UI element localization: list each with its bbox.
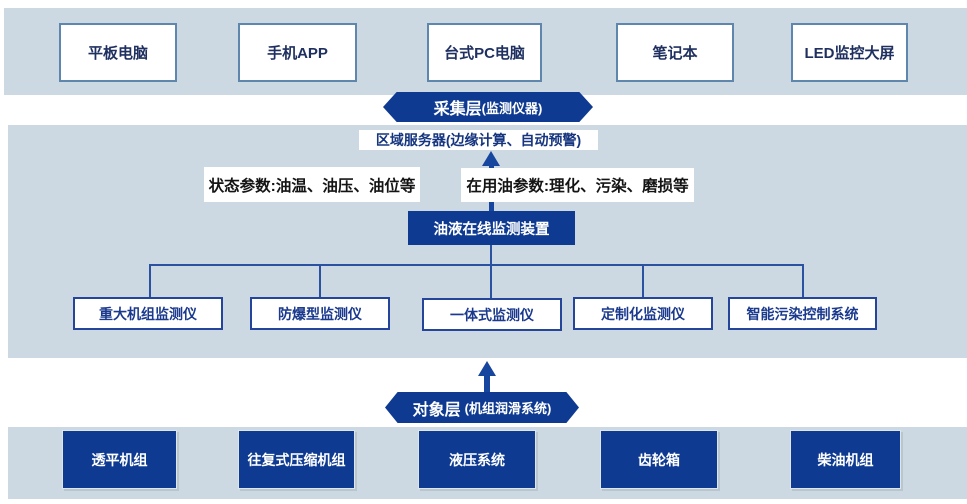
banner-collection-layer-title: 采集层 [433,101,482,118]
node-reciprocating-compressor-label: 往复式压缩机组 [247,451,346,468]
banner-collection-layer-subtitle: (监测仪器) [481,100,543,116]
node-integrated-monitor: 一体式监测仪 [422,298,562,331]
node-explosion-proof-monitor-label: 防爆型监测仪 [278,305,362,322]
node-reciprocating-compressor: 往复式压缩机组 [238,430,355,489]
node-led-screen-label: LED监控大屏 [804,45,895,62]
node-laptop: 笔记本 [616,23,734,82]
node-integrated-monitor-label: 一体式监测仪 [450,306,534,323]
node-pollution-control-system-label: 智能污染控制系统 [746,305,859,322]
connector-drop-3 [490,264,492,298]
label-status-params-text: 状态参数:油温、油压、油位等 [208,177,416,195]
node-hydraulic-system-label: 液压系统 [449,451,505,468]
node-online-monitor: 油液在线监测装置 [408,211,575,245]
node-turbine-unit: 透平机组 [62,430,177,489]
arrow-up-head-icon-lower [478,361,496,376]
label-oil-params: 在用油参数:理化、污染、磨损等 [461,168,694,202]
node-regional-server: 区域服务器(边缘计算、自动预警) [359,130,598,150]
node-diesel-unit: 柴油机组 [790,430,901,489]
node-gearbox-label: 齿轮箱 [638,451,680,468]
node-regional-server-label: 区域服务器(边缘计算、自动预警) [375,132,582,148]
node-explosion-proof-monitor: 防爆型监测仪 [250,297,390,330]
node-diesel-unit-label: 柴油机组 [817,451,874,468]
connector-drop-4 [642,264,644,298]
node-desktop-pc: 台式PC电脑 [427,23,542,82]
connector-drop-5 [802,264,804,298]
node-gearbox: 齿轮箱 [600,430,718,489]
node-hydraulic-system: 液压系统 [418,430,536,489]
node-pollution-control-system: 智能污染控制系统 [728,297,877,330]
node-major-unit-monitor: 重大机组监测仪 [73,297,223,330]
node-mobile-app: 手机APP [238,23,357,82]
banner-collection-layer: 采集层(监测仪器) [383,92,593,122]
node-led-screen: LED监控大屏 [791,23,908,82]
node-turbine-unit-label: 透平机组 [91,451,148,468]
node-tablet: 平板电脑 [59,23,177,82]
connector-stem [490,245,492,265]
connector-drop-2 [319,264,321,298]
node-major-unit-monitor-label: 重大机组监测仪 [99,305,197,322]
label-status-params: 状态参数:油温、油压、油位等 [204,167,420,202]
banner-object-layer-title: 对象层 [412,401,461,419]
banner-object-layer: 对象层(机组润滑系统) [385,392,579,423]
node-laptop-label: 笔记本 [652,45,698,62]
label-oil-params-text: 在用油参数:理化、污染、磨损等 [466,178,689,195]
connector-horizontal [149,264,804,266]
node-mobile-app-label: 手机APP [267,45,328,62]
node-customized-monitor: 定制化监测仪 [573,297,713,330]
node-tablet-label: 平板电脑 [87,45,148,62]
connector-drop-1 [149,264,151,298]
banner-object-layer-subtitle: (机组润滑系统) [464,401,552,416]
arrow-up-head-icon [482,151,500,166]
arrow-up-icon-lower [484,374,490,394]
node-desktop-pc-label: 台式PC电脑 [444,45,525,62]
node-customized-monitor-label: 定制化监测仪 [601,305,685,322]
node-online-monitor-label: 油液在线监测装置 [433,221,550,238]
